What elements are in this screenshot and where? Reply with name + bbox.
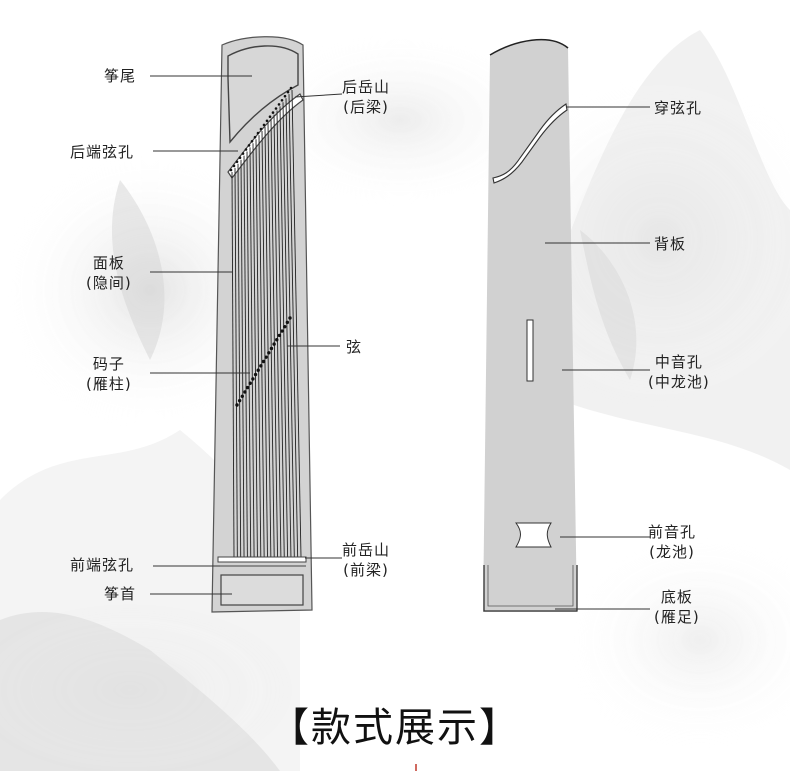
- label-front-bridge: 前岳山 (前梁): [342, 541, 391, 579]
- rear-string-hole: [253, 135, 257, 139]
- leader-lines: [150, 75, 650, 610]
- label-bottom-board: 底板 (雁足): [654, 588, 700, 626]
- rear-string-hole: [235, 160, 239, 164]
- rear-string-hole: [247, 144, 251, 147]
- bridge-marker: [269, 346, 274, 351]
- back-top-edge: [489, 38, 569, 56]
- string-hole-slot: [492, 103, 568, 184]
- bridge-marker: [288, 316, 292, 320]
- label-back-board: 背板: [654, 235, 687, 253]
- bridge-marker: [256, 368, 260, 372]
- rear-string-hole: [238, 156, 242, 159]
- guzheng-back-view: [483, 38, 578, 613]
- front-bridge: [217, 556, 307, 563]
- string: [252, 143, 258, 558]
- string: [270, 118, 278, 558]
- rear-string-hole: [271, 111, 275, 114]
- rear-string-hole: [274, 107, 278, 110]
- string: [258, 135, 265, 558]
- rear-string-hole: [277, 103, 281, 106]
- rear-string-hole: [259, 127, 263, 131]
- label-string-holes: 穿弦孔: [654, 99, 703, 117]
- bridge-marker: [245, 385, 250, 390]
- string: [249, 147, 255, 558]
- bridge-marker: [251, 377, 255, 381]
- bridge-marker: [272, 342, 276, 346]
- string: [240, 159, 245, 558]
- bridge-marker: [243, 390, 247, 394]
- bridge-marker: [248, 381, 252, 385]
- bridges: [235, 316, 292, 407]
- label-soundboard: 面板 (隐间): [86, 254, 132, 292]
- bridge-marker: [264, 355, 268, 359]
- bridge-marker: [283, 325, 287, 329]
- rear-string-hole: [289, 86, 293, 90]
- string: [246, 151, 252, 558]
- bridge-marker: [280, 329, 284, 333]
- strings: [231, 89, 302, 558]
- label-middle-hole: 中音孔 (中龙池): [648, 353, 710, 391]
- string: [267, 122, 275, 558]
- rear-string-hole: [283, 94, 287, 98]
- rear-string-hole: [265, 119, 269, 123]
- bottom-feet-inner: [487, 565, 574, 607]
- string: [276, 110, 285, 558]
- bridge-marker: [235, 403, 239, 407]
- label-tail: 筝尾: [104, 67, 137, 85]
- bridge-marker: [253, 372, 258, 377]
- guzheng-front-view: [211, 36, 313, 613]
- rear-string-hole: [250, 140, 254, 143]
- bridge-marker: [285, 320, 290, 325]
- string: [231, 171, 235, 558]
- label-strings: 弦: [346, 338, 363, 356]
- string: [282, 102, 292, 558]
- rear-string-hole: [268, 115, 272, 118]
- head-panel: [220, 574, 304, 606]
- tail-panel: [227, 45, 299, 144]
- bridge-marker: [267, 351, 271, 355]
- middle-sound-hole: [526, 319, 534, 382]
- rear-string-hole: [286, 90, 290, 94]
- bridge-marker: [275, 338, 279, 342]
- label-front-hole: 前音孔 (龙池): [648, 523, 697, 561]
- string: [285, 98, 295, 558]
- bridge-marker: [261, 359, 266, 364]
- label-front-holes: 前端弦孔: [70, 556, 135, 574]
- string: [243, 155, 248, 558]
- page-title: 【款式展示】: [269, 705, 521, 751]
- string: [264, 126, 272, 558]
- label-rear-holes: 后端弦孔: [70, 143, 135, 161]
- rear-string-hole: [280, 99, 284, 102]
- leader-rear-bridge: [294, 93, 343, 98]
- label-rear-bridge: 后岳山 (后梁): [342, 78, 391, 116]
- string: [291, 89, 302, 558]
- rear-string-hole: [262, 123, 266, 127]
- bridge-marker: [240, 394, 244, 398]
- rear-string-hole: [229, 168, 233, 172]
- string: [261, 130, 268, 558]
- front-sound-hole: [515, 522, 552, 548]
- bridge-marker: [259, 364, 263, 368]
- label-head: 筝首: [104, 585, 137, 603]
- bottom-feet: [483, 565, 578, 612]
- string: [255, 139, 262, 558]
- string: [237, 163, 242, 558]
- string: [234, 167, 238, 558]
- label-bridges: 码子 (雁柱): [86, 355, 132, 393]
- rear-string-hole: [241, 152, 245, 155]
- string: [273, 114, 282, 558]
- bridge-marker: [277, 333, 282, 338]
- bridge-marker: [237, 398, 242, 403]
- string: [288, 94, 299, 558]
- rear-string-hole: [244, 148, 248, 151]
- rear-string-hole: [232, 164, 236, 168]
- rear-string-hole: [256, 131, 260, 135]
- rear-string-holes: [229, 86, 293, 172]
- string: [279, 106, 289, 558]
